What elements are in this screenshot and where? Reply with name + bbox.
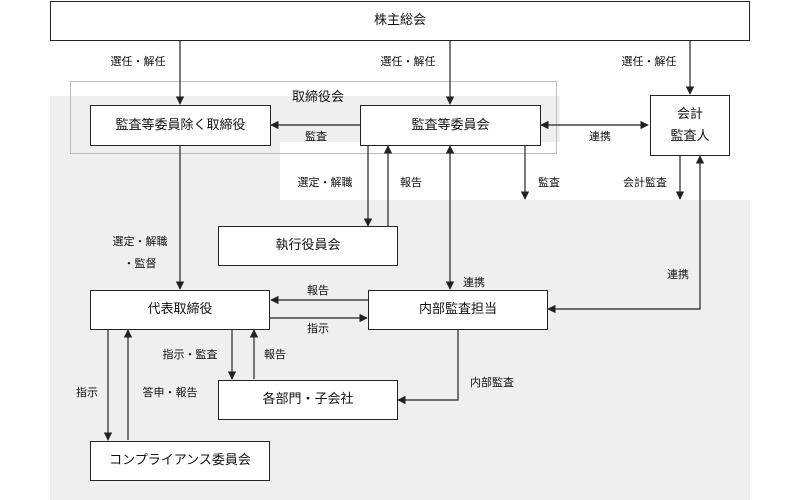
internal-audit-box: 内部監査担当 bbox=[368, 290, 548, 330]
label-audit-directors: 監査 bbox=[305, 130, 327, 143]
label-cooperation-internal: 連携 bbox=[463, 276, 485, 289]
label-elect-dismiss-center: 選任・解任 bbox=[380, 55, 436, 68]
label-cooperation-accounting: 連携 bbox=[589, 130, 611, 143]
departments-subsidiaries-box: 各部門・子会社 bbox=[218, 380, 398, 420]
board-of-directors-label: 取締役会 bbox=[291, 90, 345, 105]
board-of-directors-frame bbox=[70, 81, 557, 154]
audit-committee-box: 監査等委員会 bbox=[360, 105, 541, 146]
label-instruct-audit: 指示・監査 bbox=[162, 348, 218, 361]
label-elect-dismiss-right: 選任・解任 bbox=[621, 55, 677, 68]
representative-director-box: 代表取締役 bbox=[90, 290, 270, 330]
label-accounting-audit: 会計監査 bbox=[623, 176, 667, 189]
label-select-dismiss-supervise-1: 選定・解職 bbox=[112, 235, 168, 248]
accounting-auditor-line2: 監査人 bbox=[670, 128, 710, 144]
label-report-exec: 報告 bbox=[400, 176, 422, 189]
accounting-auditor-line1: 会計 bbox=[676, 106, 703, 122]
label-select-dismiss-supervise-2: ・監督 bbox=[123, 257, 157, 270]
label-audit-down: 監査 bbox=[538, 176, 560, 189]
directors-excluding-audit-box: 監査等委員除く取締役 bbox=[90, 105, 271, 146]
label-internal-audit: 内部監査 bbox=[470, 376, 514, 389]
executive-officers-box: 執行役員会 bbox=[218, 226, 398, 266]
label-elect-dismiss-left: 選任・解任 bbox=[110, 55, 166, 68]
compliance-committee-box: コンプライアンス委員会 bbox=[90, 441, 270, 481]
label-instruct-internal: 指示 bbox=[307, 322, 329, 335]
shareholders-meeting-box: 株主総会 bbox=[50, 1, 750, 41]
label-report-internal: 報告 bbox=[307, 284, 329, 297]
label-instruct-compliance: 指示 bbox=[76, 386, 98, 399]
label-report-dept: 報告 bbox=[264, 348, 286, 361]
label-answer-report: 答申・報告 bbox=[142, 386, 198, 399]
label-cooperation-right: 連携 bbox=[667, 268, 689, 281]
label-select-dismiss: 選定・解職 bbox=[297, 176, 353, 189]
accounting-auditor-box: 会計 監査人 bbox=[650, 95, 730, 156]
